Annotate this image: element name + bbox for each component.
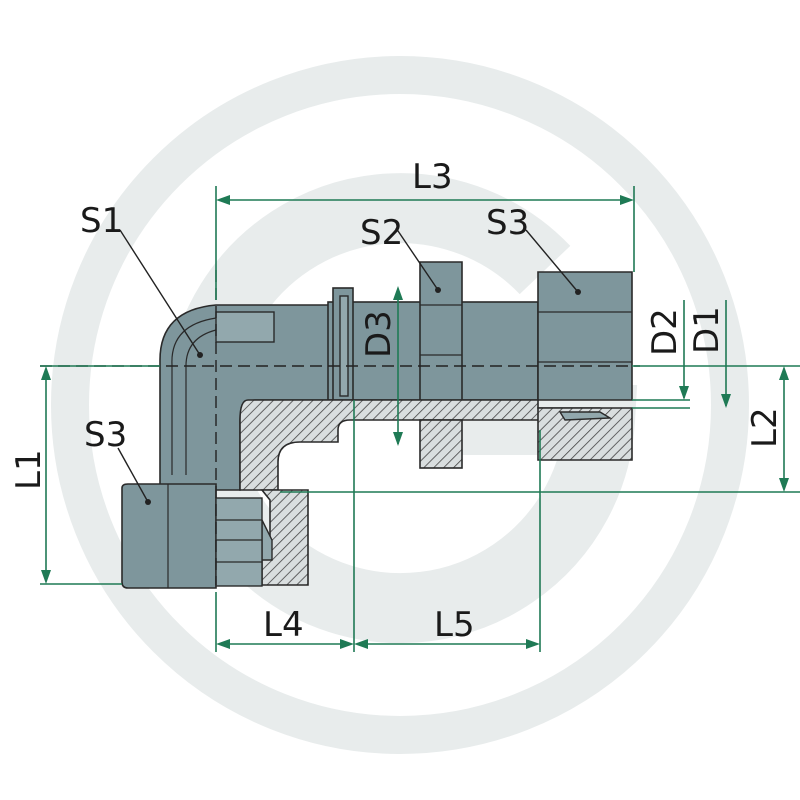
leaders [117,227,581,505]
elbow-top-flat [215,311,275,343]
union-nut-s3-left [121,483,217,589]
label-l1: L1 [9,449,49,490]
union-nut-s3-lower [537,407,633,461]
label-l2: L2 [745,407,785,448]
left-tube-stub [215,497,263,587]
label-s2: S2 [360,213,403,253]
dimensions [40,186,800,652]
label-l3: L3 [412,157,453,197]
label-s3-left: S3 [84,415,127,455]
label-d1: D1 [687,306,727,354]
locknut-s2-lower [419,419,463,469]
locknut-s2-upper [419,261,463,401]
fitting-body [121,261,633,589]
elbow-inner-bend [171,317,217,475]
section-body [239,399,631,491]
label-s1: S1 [80,201,123,241]
label-s3-top: S3 [486,203,529,243]
union-nut-s3-upper [537,271,633,401]
label-d2: D2 [645,308,685,356]
label-l5: L5 [434,605,475,645]
label-l4: L4 [263,605,304,645]
label-d3: D3 [359,310,399,358]
